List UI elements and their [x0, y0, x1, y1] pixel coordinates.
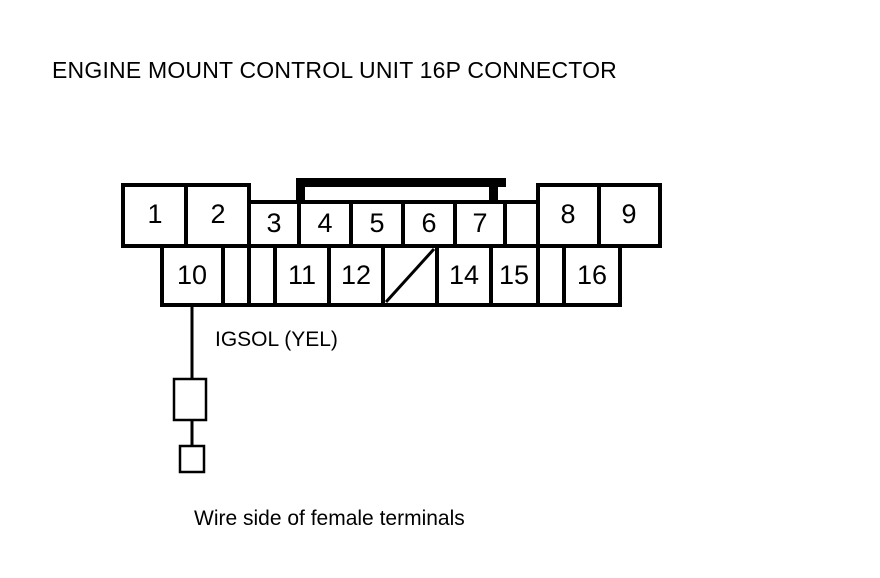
wire-lead-group	[172, 305, 208, 474]
pin-cell-8[interactable]	[536, 183, 601, 248]
pin-cell-bottom-blank-2	[247, 244, 277, 307]
latch-tab-left	[296, 178, 305, 202]
pin-label-12: 12	[341, 260, 371, 290]
pin-label-16: 16	[577, 260, 607, 290]
pin-label-3: 3	[266, 208, 281, 238]
connector-latch	[296, 178, 506, 202]
connector-bottom-row: 10 11 12 14 15 16	[160, 244, 622, 307]
terminal-stub-large	[172, 377, 208, 422]
pin-label-8: 8	[560, 199, 575, 229]
pin-label-14: 14	[449, 260, 479, 290]
pin-cell-9[interactable]	[597, 183, 662, 248]
latch-tab-right	[489, 178, 498, 202]
pin-label-4: 4	[317, 208, 332, 238]
pin-cell-top-blank	[503, 200, 540, 248]
pin-cell-bottom-blank-3	[536, 244, 566, 307]
pin-label-15: 15	[499, 260, 529, 290]
view-caption: Wire side of female terminals	[194, 507, 465, 530]
pin-label-2: 2	[210, 199, 225, 229]
pin-label-10: 10	[177, 260, 207, 290]
pin-cell-16[interactable]	[562, 244, 622, 307]
page-title: ENGINE MOUNT CONTROL UNIT 16P CONNECTOR	[52, 57, 617, 83]
pin-label-7: 7	[472, 208, 487, 238]
terminal-stub-small	[178, 444, 206, 474]
latch-bar	[296, 178, 506, 187]
pin-cell-bottom-blank-1	[221, 244, 251, 307]
pin-label-9: 9	[621, 199, 636, 229]
unused-terminal-slash-icon	[384, 247, 436, 304]
pin-label-11: 11	[288, 260, 316, 290]
pin-label-5: 5	[369, 208, 384, 238]
pin-cell-11[interactable]	[273, 244, 331, 307]
pin-cell-2[interactable]	[184, 183, 251, 248]
pin-cell-1[interactable]	[121, 183, 188, 248]
connector-top-row: 1 2 3 4 5 6 7 8 9	[121, 183, 662, 248]
pin-cell-3[interactable]	[247, 200, 301, 248]
wire-label: IGSOL (YEL)	[215, 328, 338, 351]
pin-label-6: 6	[421, 208, 436, 238]
pin-cell-12[interactable]	[327, 244, 385, 307]
pin-cell-10[interactable]	[160, 244, 225, 307]
pin-label-1: 1	[147, 199, 162, 229]
